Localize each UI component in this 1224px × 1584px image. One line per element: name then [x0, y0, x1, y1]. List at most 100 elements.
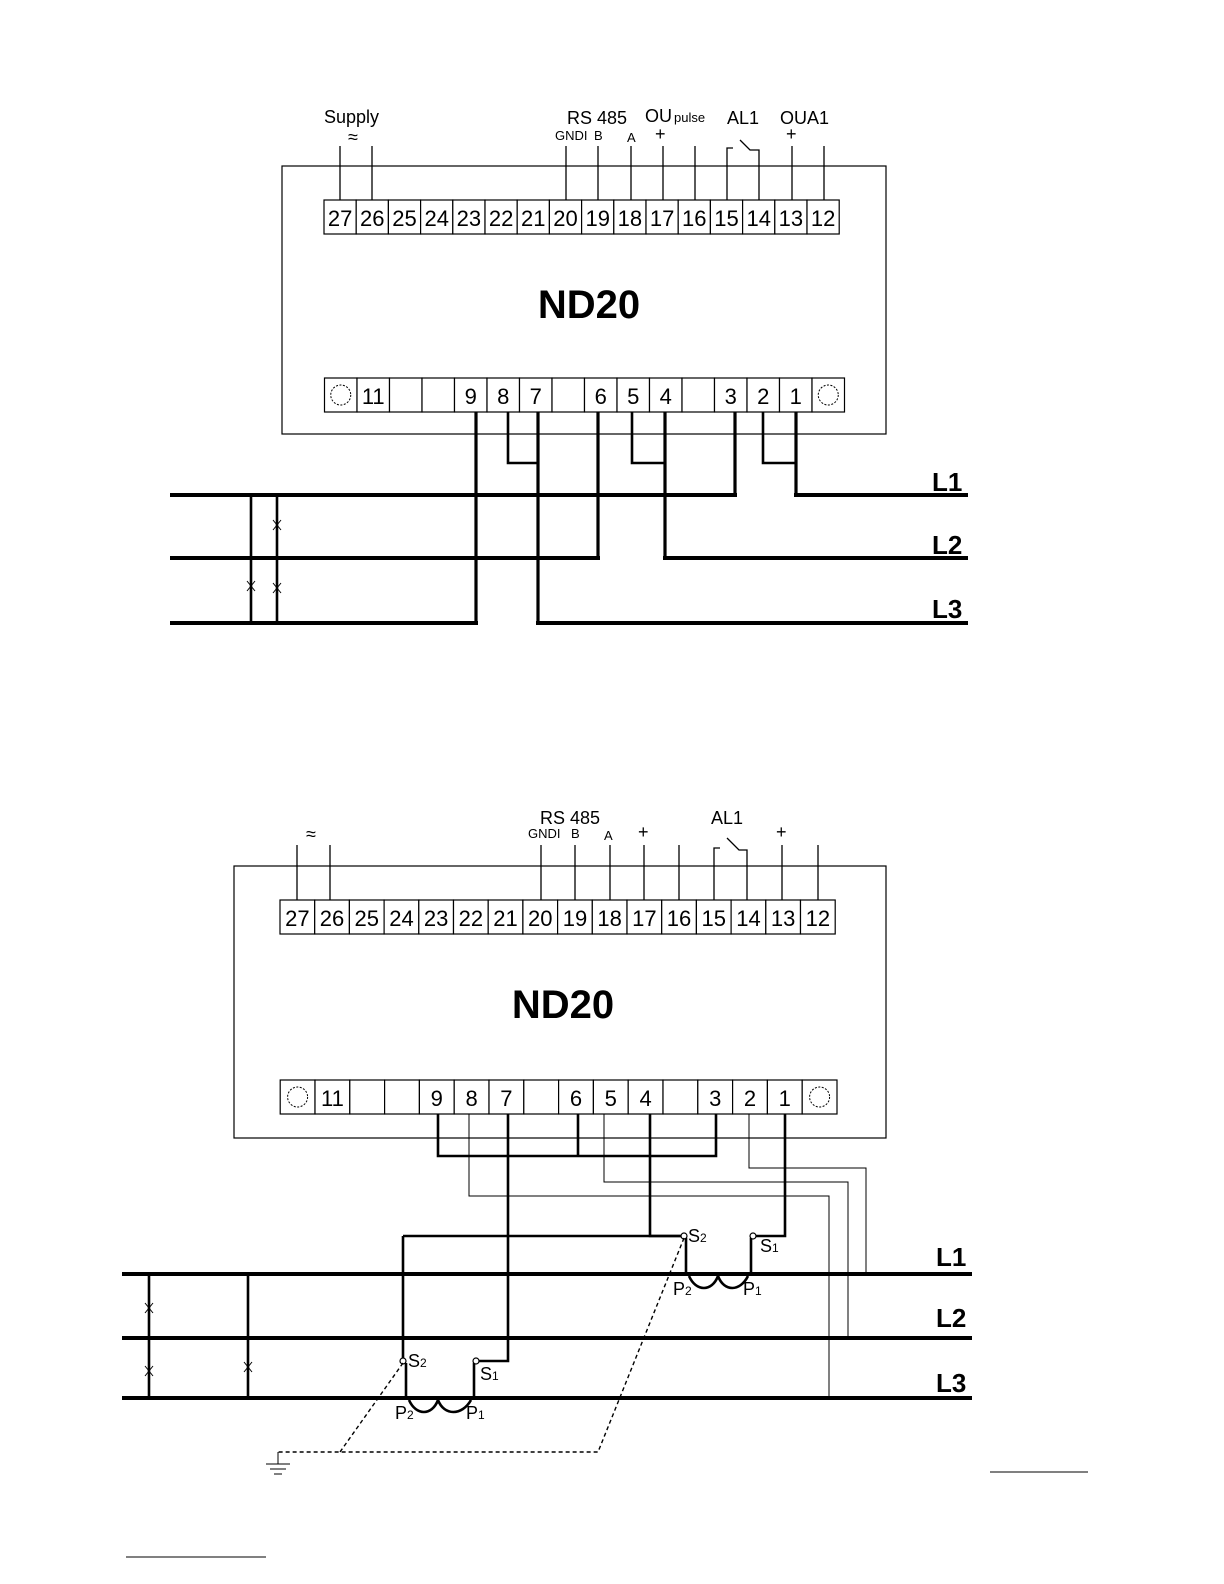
- d2-bottom-terminal: 7: [489, 1080, 524, 1114]
- d1-terminal-17: 17: [646, 200, 678, 234]
- ct1-p1-1: 1: [755, 1284, 762, 1298]
- a-label: A: [627, 130, 636, 145]
- d1-bottom-terminal: [390, 378, 423, 412]
- gndi-label-2: GNDI: [528, 826, 561, 841]
- d1-terminal-22: 22: [485, 200, 517, 234]
- d1-terminal-label: 19: [585, 206, 609, 231]
- d2-terminal-12: 12: [801, 900, 836, 934]
- d1-bottom-terminal: 2: [747, 378, 780, 412]
- d2-bottom-terminal-label: 8: [465, 1086, 477, 1111]
- d1-screw-left-icon: [325, 378, 358, 412]
- d2-bottom-terminal: 2: [733, 1080, 768, 1114]
- d2-bottom-terminal: [385, 1080, 420, 1114]
- d1-bottom-terminal: [552, 378, 585, 412]
- ct3-s1-s: S: [480, 1364, 492, 1384]
- svg-text:P2: P2: [673, 1279, 692, 1299]
- d1-screw-right-icon: [812, 378, 845, 412]
- d2-terminal-label: 17: [632, 906, 656, 931]
- line-label-l1: L1: [932, 467, 962, 497]
- d2-terminal-label: 22: [459, 906, 483, 931]
- device-model-label: ND20: [538, 283, 640, 327]
- d2-terminal-label: 18: [597, 906, 621, 931]
- d1-terminal-label: 24: [424, 206, 448, 231]
- svg-text:S1: S1: [480, 1364, 499, 1384]
- d1-bottom-terminal: 11: [357, 378, 390, 412]
- d1-bottom-terminal: 9: [455, 378, 488, 412]
- d2-terminal-label: 12: [806, 906, 830, 931]
- top-terminal-strip: 27262524232221201918171615141312: [324, 200, 839, 234]
- d2-bottom-terminal-label: 2: [744, 1086, 756, 1111]
- d1-terminal-14: 14: [743, 200, 775, 234]
- d2-terminal-label: 16: [667, 906, 691, 931]
- d2-terminal-16: 16: [662, 900, 697, 934]
- ct3-p2-p: P: [395, 1403, 407, 1423]
- d1-terminal-23: 23: [453, 200, 485, 234]
- d1-terminal-12: 12: [807, 200, 839, 234]
- d2-terminal-label: 20: [528, 906, 552, 931]
- d1-terminal-label: 26: [360, 206, 384, 231]
- d2-bottom-terminal-label: 11: [321, 1086, 344, 1111]
- d2-terminal-13: 13: [766, 900, 801, 934]
- ct3-p2-2: 2: [407, 1408, 414, 1422]
- oua1-plus-label-2: +: [776, 822, 787, 842]
- d1-terminal-13: 13: [775, 200, 807, 234]
- d1-terminal-21: 21: [517, 200, 549, 234]
- svg-text:P1: P1: [466, 1403, 485, 1423]
- d2-bottom-terminal-label: 4: [639, 1086, 651, 1111]
- d1-bottom-terminal: 3: [715, 378, 748, 412]
- d1-bottom-terminal-label: 1: [790, 384, 802, 409]
- d1-bottom-terminal: 4: [650, 378, 683, 412]
- ct3-p1-p: P: [466, 1403, 478, 1423]
- d1-bottom-terminal-label: 3: [725, 384, 737, 409]
- d2-terminal-17: 17: [627, 900, 662, 934]
- d1-bottom-terminal: 1: [780, 378, 813, 412]
- gndi-label: GNDI: [555, 128, 588, 143]
- ou-pulse-sub-label: pulse: [674, 110, 705, 125]
- svg-text:P1: P1: [743, 1279, 762, 1299]
- d1-bottom-terminal: 5: [617, 378, 650, 412]
- d1-terminal-label: 22: [489, 206, 513, 231]
- d1-bottom-terminal-label: 2: [757, 384, 769, 409]
- supply-ac-symbol-2: ≈: [306, 824, 316, 844]
- line-label-l2: L2: [932, 530, 962, 560]
- d2-terminal-label: 13: [771, 906, 795, 931]
- supply-ac-symbol: ≈: [348, 127, 358, 147]
- d2-bottom-terminal: 5: [593, 1080, 628, 1114]
- top-leads-2: [297, 845, 818, 900]
- d2-bottom-terminal-label: 6: [570, 1086, 582, 1111]
- d2-screw-right-icon: [802, 1080, 837, 1114]
- svg-text:S2: S2: [688, 1226, 707, 1246]
- al1-label-2: AL1: [711, 808, 743, 828]
- pulse-plus-label-2: +: [638, 822, 649, 842]
- ct1-p2-p: P: [673, 1279, 685, 1299]
- d2-terminal-15: 15: [696, 900, 731, 934]
- d2-terminal-label: 14: [736, 906, 760, 931]
- d2-terminal-27: 27: [280, 900, 315, 934]
- d1-terminal-label: 21: [521, 206, 545, 231]
- ct3-p1-1: 1: [478, 1408, 485, 1422]
- d1-terminal-15: 15: [710, 200, 742, 234]
- line-label-l3-2: L3: [936, 1368, 966, 1398]
- d2-bottom-terminal: [350, 1080, 385, 1114]
- d1-terminal-19: 19: [582, 200, 614, 234]
- d1-bottom-terminal: [682, 378, 715, 412]
- d1-terminal-24: 24: [421, 200, 453, 234]
- d2-terminal-20: 20: [523, 900, 558, 934]
- phase-connections-2: [403, 1114, 866, 1398]
- d1-bottom-terminal-label: 5: [627, 384, 639, 409]
- d2-terminal-label: 24: [389, 906, 413, 931]
- d1-terminal-16: 16: [678, 200, 710, 234]
- d2-terminal-label: 25: [355, 906, 379, 931]
- device-model-label-2: ND20: [512, 983, 614, 1027]
- d1-terminal-label: 13: [779, 206, 803, 231]
- d2-terminal-18: 18: [592, 900, 627, 934]
- top-leads: [340, 146, 824, 200]
- d2-terminal-21: 21: [488, 900, 523, 934]
- d1-terminal-label: 15: [714, 206, 738, 231]
- ct1-s1-s: S: [760, 1236, 772, 1256]
- d2-bottom-terminal: 4: [628, 1080, 663, 1114]
